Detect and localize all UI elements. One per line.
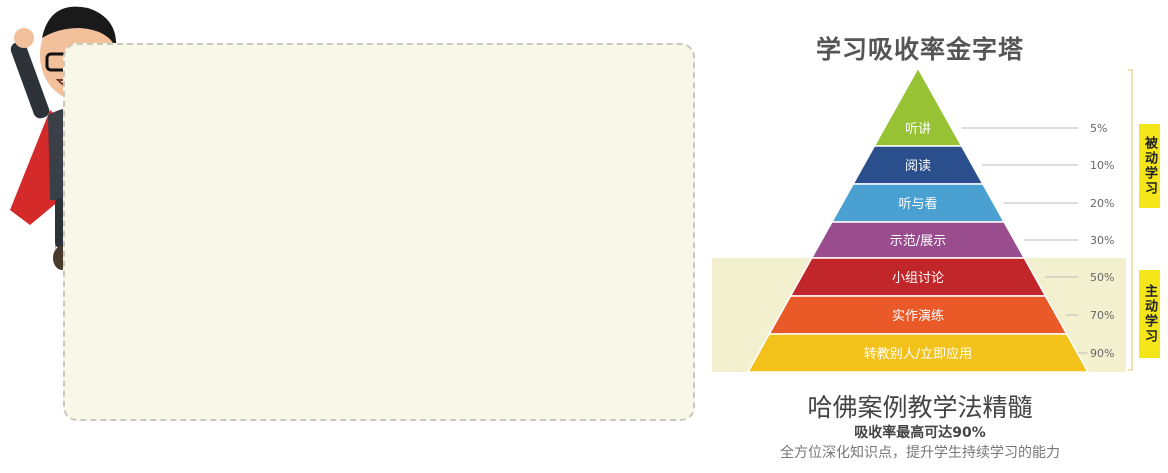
pyramid-level-label: 实作演练	[892, 308, 944, 324]
absorption-rate-label: 90%	[1090, 347, 1114, 360]
active-learning-tag: 主动学习	[1139, 270, 1160, 358]
pyramid-level-label: 小组讨论	[892, 271, 944, 286]
caption-note: 全方位深化知识点，提升学生持续学习的能力	[780, 445, 1060, 461]
passive-learning-tag: 被动学习	[1139, 124, 1160, 208]
pyramid-level-label: 听讲	[905, 122, 931, 137]
absorption-rate-label: 10%	[1090, 159, 1114, 172]
learning-pyramid: 听讲 5% 阅读 10% 听与看 20% 示范/展示 30% 小组讨论 50% 实作演练 70% 转教别…	[712, 66, 1133, 373]
note-card	[63, 43, 695, 421]
pyramid-title: 学习吸收率金字塔	[815, 35, 1024, 64]
absorption-rate-label: 5%	[1090, 122, 1107, 135]
caption-title: 哈佛案例教学法精髓	[807, 393, 1033, 422]
absorption-rate-label: 50%	[1090, 271, 1114, 284]
pyramid-level-label: 示范/展示	[890, 234, 946, 249]
pyramid-level-label: 转教别人/立即应用	[864, 346, 972, 362]
absorption-rate-label: 20%	[1090, 197, 1114, 210]
pyramid-level-label: 听与看	[898, 196, 937, 212]
pyramid-level-label: 阅读	[905, 159, 931, 174]
absorption-rate-label: 30%	[1090, 234, 1114, 247]
caption-subtitle: 吸收率最高可达90%	[854, 425, 986, 441]
pyramid-level-7	[746, 333, 1090, 373]
absorption-rate-label: 70%	[1090, 309, 1114, 322]
learning-bracket	[1128, 69, 1133, 371]
